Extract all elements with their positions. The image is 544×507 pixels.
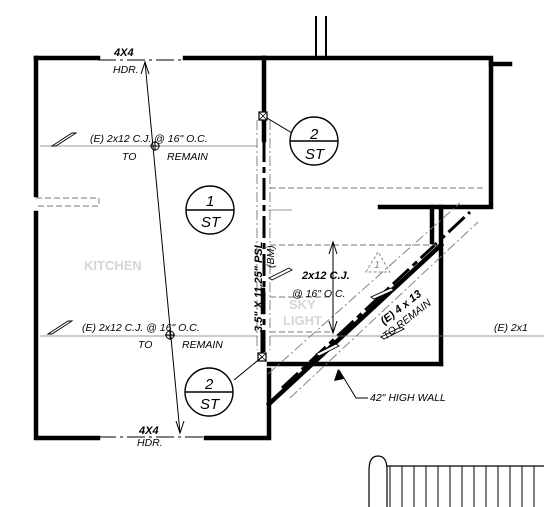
new-joist-label-b: @ 16" O.C. <box>292 288 345 300</box>
header-bottom-type: HDR. <box>137 437 163 449</box>
joist-label-right: (E) 2x1 <box>494 322 528 334</box>
skylight-label-b: LIGHT <box>283 313 322 328</box>
section-callout-upper-right: 2 ST <box>266 116 339 166</box>
joist-upper-remain-b: REMAIN <box>167 151 208 163</box>
header-top-size: 4X4 <box>113 47 134 59</box>
callout-lower-sheet: ST <box>200 396 221 413</box>
joist-lower-remain-a: TO <box>138 339 152 351</box>
section-callout-lower: 2 ST <box>184 356 263 417</box>
railing <box>368 455 544 507</box>
joist-label-upper: (E) 2x12 C.J. @ 16" O.C. <box>90 133 208 145</box>
header-bottom-size: 4X4 <box>138 425 159 437</box>
walls <box>33 16 513 441</box>
high-wall-label: 42" HIGH WALL <box>370 392 446 404</box>
callout-middle-sheet: ST <box>201 214 222 231</box>
high-wall-callout: 42" HIGH WALL <box>334 369 446 404</box>
revision-triangle: 1 <box>365 251 391 273</box>
callout-middle-number: 1 <box>206 193 214 210</box>
joist-label-lower: (E) 2x12 C.J. @ 16" O.C. <box>82 322 200 334</box>
callout-upper-sheet: ST <box>305 146 326 163</box>
joist-lower-remain-b: REMAIN <box>182 339 223 351</box>
joist-upper-remain-a: TO <box>122 151 136 163</box>
header-top-type: HDR. <box>113 64 139 76</box>
section-callout-middle: 1 ST <box>185 185 235 235</box>
new-joist-label-a: 2x12 C.J. <box>301 270 350 282</box>
room-label-kitchen: KITCHEN <box>84 258 142 273</box>
header-label-bottom: 4X4 HDR. <box>137 425 163 449</box>
revision-number: 1 <box>374 259 380 271</box>
callout-upper-number: 2 <box>309 126 319 143</box>
beams <box>98 59 479 438</box>
header-label-top: 4X4 HDR. <box>113 47 139 76</box>
skylight-label-a: SKY <box>289 297 316 312</box>
callout-lower-number: 2 <box>204 376 214 393</box>
psl-beam-note: (BM) <box>265 245 277 268</box>
dashed-lines <box>36 187 484 333</box>
joist-lines <box>40 132 544 357</box>
psl-beam-label: 3.5" X 11.25" PSL <box>253 241 265 332</box>
